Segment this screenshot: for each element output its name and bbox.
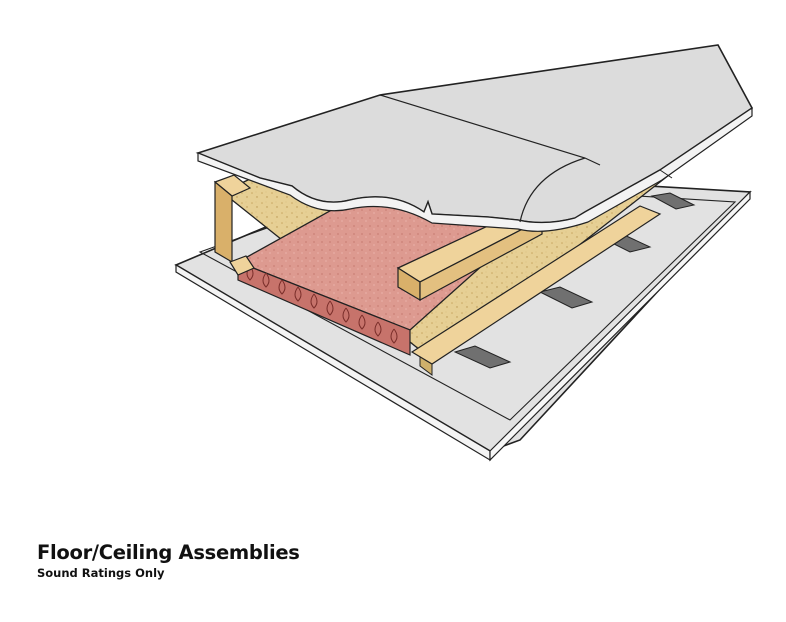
page-title: Floor/Ceiling Assemblies: [37, 541, 300, 564]
floor-ceiling-assembly-illustration: [174, 44, 754, 462]
resilient-channels: [453, 192, 696, 369]
subfloor-panel: [195, 44, 754, 232]
left-joist-flange: [213, 174, 255, 276]
caption-block: Floor/Ceiling Assemblies Sound Ratings O…: [37, 541, 300, 581]
page-subtitle: Sound Ratings Only: [37, 566, 165, 580]
